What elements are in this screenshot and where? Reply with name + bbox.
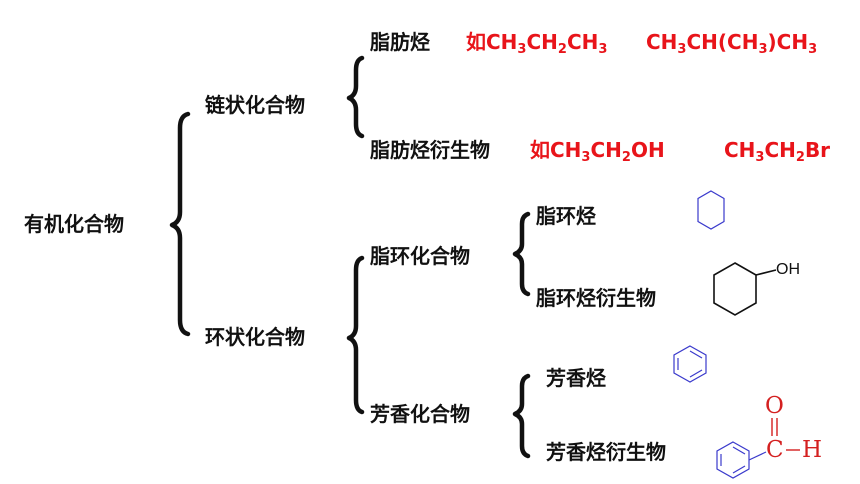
- formula-bromoethane: CH3CH2Br: [724, 138, 831, 165]
- aliphatic-examples: 如CH3CH2CH3: [466, 30, 608, 57]
- brace-aromatic: [512, 373, 531, 459]
- brace-chain: [346, 55, 365, 139]
- aliphatic-derivative-label: 脂肪烃衍生物: [370, 138, 490, 162]
- aldehyde-hydrogen: H: [802, 437, 823, 463]
- formula-isobutane: CH3CH(CH3)CH3: [646, 30, 818, 57]
- cyclic-compound-label: 环状化合物: [205, 325, 305, 349]
- brace-cyclic: [346, 255, 365, 415]
- brace-root: [169, 111, 191, 337]
- root-label: 有机化合物: [24, 212, 124, 236]
- alicyclic-derivative-label: 脂环烃衍生物: [536, 286, 656, 310]
- aldehyde-oxygen: O: [765, 393, 784, 419]
- formula-ethanol: CH3CH2OH: [550, 138, 665, 165]
- oh-label: OH: [776, 261, 800, 278]
- example-prefix: 如: [466, 30, 486, 54]
- chain-compound-label: 链状化合物: [205, 93, 305, 117]
- alicyclic-compound-label: 脂环化合物: [370, 244, 470, 268]
- example-prefix: 如: [530, 138, 550, 162]
- aldehyde-carbon: C: [766, 437, 784, 463]
- derivative-examples: 如CH3CH2OH: [530, 138, 665, 165]
- alicyclic-hydrocarbon-label: 脂环烃: [536, 204, 596, 228]
- aromatic-hydrocarbon-label: 芳香烃: [546, 366, 606, 390]
- aromatic-compound-label: 芳香化合物: [370, 402, 470, 426]
- aliphatic-hydrocarbon-label: 脂肪烃: [370, 30, 430, 54]
- aromatic-derivative-label: 芳香烃衍生物: [546, 440, 666, 464]
- brace-alicyclic: [512, 211, 531, 297]
- formula-propane: CH3CH2CH3: [486, 30, 608, 57]
